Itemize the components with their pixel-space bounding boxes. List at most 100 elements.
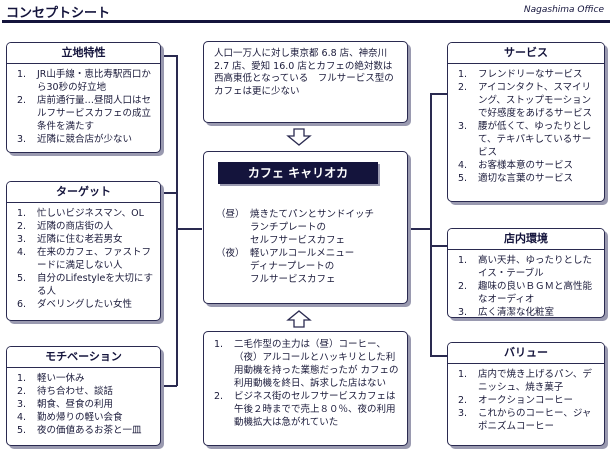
right-connector-center: [408, 228, 431, 230]
cafe-name: カフェ キャリオカ: [218, 162, 378, 184]
environment-box: 店内環境 1. 高い天井、ゆったりとしたイス・テーブル 2.趣味の良いＢＧＭと高性…: [447, 228, 605, 318]
list-number: 5.: [17, 425, 27, 436]
target-box: ターゲット 1. 忙しいビジネスマン、OL 2.近隣の商店街の人 3.近隣に住む老…: [6, 181, 161, 321]
list-text: 広く清潔な化粧室: [478, 307, 555, 318]
list-item: 3.近隣に住む老若男女: [13, 233, 154, 246]
list-number: 1.: [17, 373, 27, 384]
office-name: Nagashima Office: [523, 5, 604, 15]
left-connector-motivation: [162, 385, 177, 387]
list-number: 4.: [17, 247, 27, 258]
menu-night: （夜） 軽いアルコールメニュー ディナープレートの フルサービスカフェ: [216, 247, 401, 286]
target-title: ターゲット: [7, 182, 160, 203]
environment-title: 店内環境: [448, 229, 604, 250]
service-box: サービス 1.フレンドリーなサービス 2.アイコンタクト、スマイリング、ストップ…: [447, 42, 605, 202]
list-text: 夜の価値あるお茶と一皿: [37, 425, 142, 436]
list-number: 2.: [458, 395, 468, 406]
motivation-list: 1.軽い一休み 2.待ち合わせ、談話 3.朝食、昼食の利用 4.勤め帰りの軽い会…: [13, 372, 154, 437]
list-text: お客様本意のサービス: [478, 160, 574, 171]
service-list: 1.フレンドリーなサービス 2.アイコンタクト、スマイリング、ストップモーション…: [454, 68, 598, 185]
list-number: 4.: [17, 412, 27, 423]
list-number: 3.: [458, 408, 468, 419]
list-text: JR山手線・恵比寿駅西口から30秒の好立地: [37, 69, 151, 93]
motivation-box: モチベーション 1.軽い一休み 2.待ち合わせ、談話 3.朝食、昼食の利用 4.…: [6, 346, 161, 446]
list-item: 1. 軽い一休み: [13, 372, 154, 385]
list-text: 自分のLifestyleを大切にする人: [37, 273, 153, 297]
list-item: 1. 忙しいビジネスマン、OL: [13, 207, 154, 220]
value-title: バリュー: [448, 343, 604, 364]
menu-day-lines: 焼きたてパンとサンドイッチ ランチプレートの セルフサービスカフェ: [250, 208, 374, 247]
list-number: 1.: [17, 208, 27, 219]
list-text: 適切な言葉のサービス: [478, 173, 574, 184]
menu-night-lines: 軽いアルコールメニュー ディナープレートの フルサービスカフェ: [250, 247, 354, 286]
list-text: 腰が低くて、ゆったりとして、テキパキしているサービス: [478, 121, 592, 158]
list-text: 店前通行量…昼間人口はセルフサービスカフェの成立条件を満たす: [37, 95, 152, 132]
menu-night-line: 軽いアルコールメニュー: [250, 248, 355, 259]
menu-day-tag: （昼）: [216, 209, 245, 220]
list-item: 3.近隣に競合店が少ない: [13, 133, 154, 146]
list-item: 2.近隣の商店街の人: [13, 220, 154, 233]
list-text: ビジネス街のセルフサービスカフェは午後２時までで売上８０％、夜の利用動機拡大は急…: [234, 391, 396, 428]
list-text: フレンドリーなサービス: [478, 69, 583, 80]
page-title: コンセプトシート: [6, 6, 111, 21]
list-number: 2.: [458, 281, 468, 292]
list-item: 5.適切な言葉のサービス: [454, 172, 598, 185]
list-number: 3.: [17, 234, 27, 245]
list-item: 3. 腰が低くて、ゆったりとして、テキパキしているサービス: [454, 120, 598, 159]
list-item: 5. 夜の価値あるお茶と一皿: [13, 424, 154, 437]
location-title: 立地特性: [7, 43, 160, 64]
arrow-down-icon: [286, 128, 312, 146]
list-text: 勤め帰りの軽い会食: [37, 412, 123, 423]
service-title: サービス: [448, 43, 604, 64]
list-number: 3.: [17, 399, 27, 410]
list-number: 3.: [458, 121, 468, 132]
list-item: 2.店前通行量…昼間人口はセルフサービスカフェの成立条件を満たす: [13, 94, 154, 133]
list-item: 3.これからのコーヒー、ジャポニズムコーヒー: [454, 407, 598, 433]
list-text: ダベリングしたい女性: [37, 299, 133, 310]
menu-day-line: 焼きたてパンとサンドイッチ: [250, 209, 374, 220]
list-number: 1.: [458, 369, 468, 380]
list-number: 4.: [458, 160, 468, 171]
value-box: バリュー 1. 店内で焼き上げるパン、デニッシュ、焼き菓子 2. オークションコーヒ…: [447, 342, 605, 446]
list-text: 高い天井、ゆったりとしたイス・テーブル: [478, 255, 593, 279]
menu-description: （昼） 焼きたてパンとサンドイッチ ランチプレートの セルフサービスカフェ （夜…: [216, 208, 401, 286]
list-text: 待ち合わせ、談話: [37, 386, 114, 397]
background-list: 1. 二毛作型の主力は（昼）コーヒー、（夜）アルコールとハッキリとした利用動機を持…: [210, 338, 401, 429]
list-text: 在来のカフェ、ファストフードに満足しない人: [37, 247, 152, 271]
list-item: 2. ビジネス街のセルフサービスカフェは午後２時までで売上８０％、夜の利用動機拡大…: [210, 390, 401, 429]
menu-day: （昼） 焼きたてパンとサンドイッチ ランチプレートの セルフサービスカフェ: [216, 208, 401, 247]
list-text: 軽い一休み: [37, 373, 85, 384]
list-text: 朝食、昼食の利用: [37, 399, 114, 410]
environment-list: 1. 高い天井、ゆったりとしたイス・テーブル 2.趣味の良いＢＧＭと高性能なオーデ…: [454, 254, 598, 319]
concept-box: カフェ キャリオカ （昼） 焼きたてパンとサンドイッチ ランチプレートの セルフ…: [203, 151, 408, 304]
list-item: 2.アイコンタクト、スマイリング、ストップモーションで好感度をあげるサービス: [454, 81, 598, 120]
list-number: 1.: [17, 69, 27, 80]
menu-night-line: ディナープレートの: [250, 261, 335, 272]
list-text: 近隣に競合店が少ない: [37, 134, 133, 145]
arrow-up-icon: [286, 310, 312, 328]
list-item: 1. 高い天井、ゆったりとしたイス・テーブル: [454, 254, 598, 280]
right-connector-environment: [430, 245, 447, 247]
list-text: オークションコーヒー: [478, 395, 574, 406]
list-item: 2.趣味の良いＢＧＭと高性能なオーディオ: [454, 280, 598, 306]
list-text: 店内で焼き上げるパン、デニッシュ、焼き菓子: [478, 369, 592, 393]
intro-box: 人口一万人に対し東京都 6.8 店、神奈川 2.7 店、愛知 16.0 店とカフ…: [203, 41, 408, 123]
list-text: 近隣の商店街の人: [37, 221, 114, 232]
title-rule: [2, 20, 610, 23]
list-item: 3. 朝食、昼食の利用: [13, 398, 154, 411]
list-text: 忙しいビジネスマン、OL: [37, 208, 144, 219]
list-item: 1. JR山手線・恵比寿駅西口から30秒の好立地: [13, 68, 154, 94]
menu-day-line: セルフサービスカフェ: [250, 235, 346, 246]
list-number: 1.: [458, 255, 468, 266]
list-text: アイコンタクト、スマイリング、ストップモーションで好感度をあげるサービス: [478, 82, 593, 119]
list-item: 4. お客様本意のサービス: [454, 159, 598, 172]
right-connector-vertical: [430, 93, 432, 355]
list-item: 6.ダベリングしたい女性: [13, 298, 154, 311]
list-number: 2.: [214, 391, 224, 402]
value-list: 1. 店内で焼き上げるパン、デニッシュ、焼き菓子 2. オークションコーヒー 3.こ…: [454, 368, 598, 433]
list-item: 3.広く清潔な化粧室: [454, 306, 598, 319]
list-item: 1. 二毛作型の主力は（昼）コーヒー、（夜）アルコールとハッキリとした利用動機を持…: [210, 338, 401, 390]
list-text: 二毛作型の主力は（昼）コーヒー、（夜）アルコールとハッキリとした利用動機を持った…: [234, 339, 399, 389]
background-box: 1. 二毛作型の主力は（昼）コーヒー、（夜）アルコールとハッキリとした利用動機を持…: [203, 331, 408, 446]
intro-text: 人口一万人に対し東京都 6.8 店、神奈川 2.7 店、愛知 16.0 店とカフ…: [214, 48, 394, 97]
list-number: 1.: [214, 339, 224, 350]
